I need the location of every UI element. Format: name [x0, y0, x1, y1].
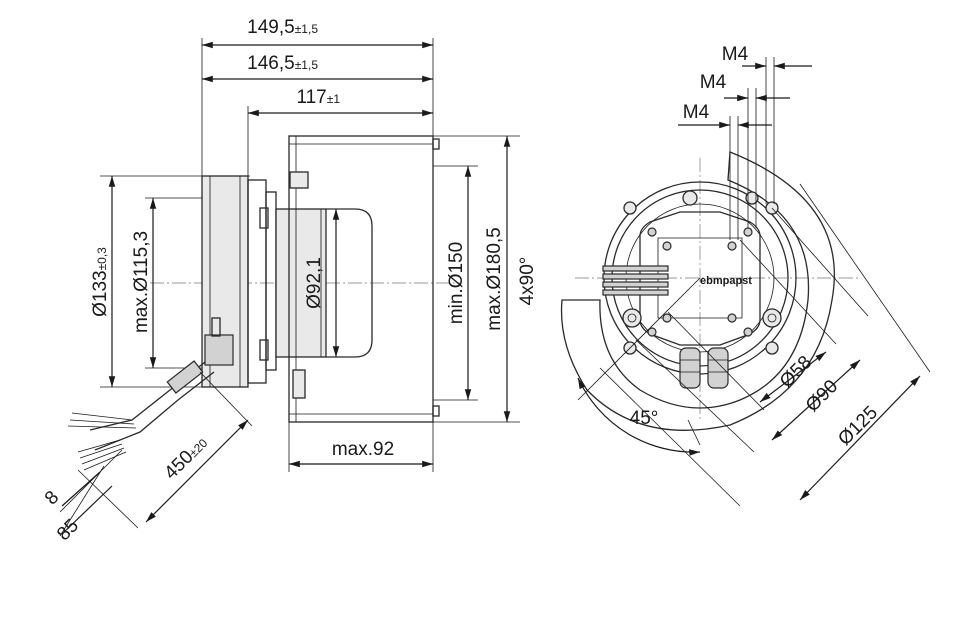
label-m4-2: M4 [700, 72, 727, 93]
dim-line-450 [145, 419, 249, 523]
label-115: max.Ø115,3 [131, 231, 152, 333]
dim-line-85 [61, 485, 113, 535]
label-133: Ø133±0,3 [90, 247, 111, 317]
label-m4-3: M4 [683, 102, 710, 123]
cable [67, 360, 215, 471]
bolt-holes [622, 190, 782, 355]
label-4x90: 4x90° [517, 257, 538, 306]
brand-logo: ebmpapst [700, 275, 752, 287]
label-92-1: Ø92,1 [304, 257, 325, 309]
dim-line-125 [799, 375, 921, 501]
label-85: 85 [53, 515, 83, 545]
label-125: Ø125 [834, 402, 882, 450]
label-450: 450±20 [160, 432, 212, 484]
label-150: min.Ø150 [446, 242, 467, 324]
label-149: 149,5±1,5 [247, 17, 318, 38]
label-117: 117±1 [296, 87, 340, 108]
label-max92: max.92 [332, 439, 394, 460]
front-view [560, 57, 931, 507]
side-view [59, 38, 520, 537]
dim-line-8 [61, 471, 101, 507]
angle-arc-45 [577, 377, 701, 456]
label-58: Ø58 [776, 352, 816, 392]
label-8: 8 [41, 487, 63, 509]
label-m4-1: M4 [722, 44, 749, 65]
label-180: max.Ø180,5 [484, 227, 505, 331]
label-45: 45° [630, 408, 659, 429]
label-146: 146,5±1,5 [247, 53, 318, 74]
